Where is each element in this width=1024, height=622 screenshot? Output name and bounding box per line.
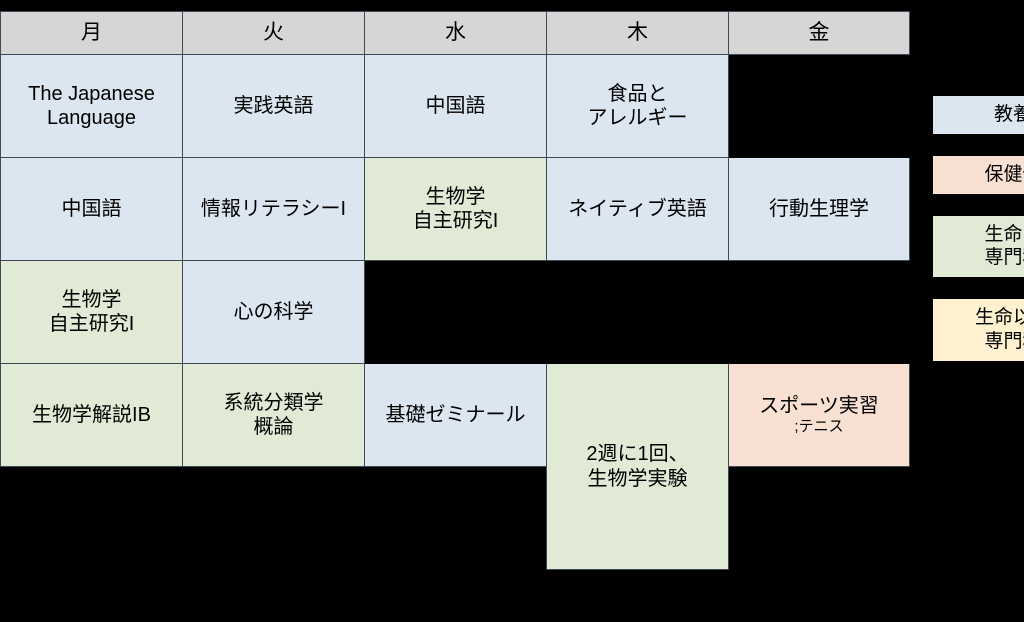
timetable-row (0, 466, 910, 570)
class-cell-wed-3 (364, 260, 547, 364)
legend-item-life-science-major-label-line1: 生命の (984, 223, 1024, 245)
class-cell-tue-2[interactable]: 情報リテラシーI (182, 157, 365, 261)
timetable-row: 中国語 情報リテラシーI 生物学自主研究I ネイティブ英語 行動生理学 (0, 157, 910, 261)
column-header-tue: 火 (182, 11, 365, 55)
legend-item-non-life-science-major-label-line2: 専門科 (984, 330, 1024, 352)
legend-item-physical-education-label: 保健体 (984, 163, 1024, 185)
column-header-thu: 木 (546, 11, 729, 55)
class-cell-tue-4[interactable]: 系統分類学概論 (182, 363, 365, 467)
legend-item-liberal-arts-label: 教養 (993, 104, 1024, 125)
class-cell-mon-4[interactable]: 生物学解説IB (0, 363, 183, 467)
legend-item-life-science-major-label-line2: 専門科 (984, 247, 1024, 269)
column-header-mon: 月 (0, 11, 183, 55)
class-cell-thu-3 (546, 260, 729, 364)
class-cell-wed-1[interactable]: 中国語 (364, 54, 547, 158)
legend-item-physical-education: 保健体 (933, 155, 1024, 194)
weekly-timetable: 月 火 水 木 金 The Japanese Language 実践英語 中国語… (0, 11, 910, 570)
class-cell-wed-4[interactable]: 基礎ゼミナール (364, 363, 547, 467)
class-cell-thu-4[interactable]: 2週に1回、生物学実験 (546, 363, 729, 570)
class-cell-wed-2[interactable]: 生物学自主研究I (364, 157, 547, 261)
timetable-row: 生物学自主研究I 心の科学 (0, 260, 910, 364)
class-cell-tue-1[interactable]: 実践英語 (182, 54, 365, 158)
class-cell-mon-3[interactable]: 生物学自主研究I (0, 260, 183, 364)
class-cell-tue-5 (182, 466, 365, 570)
class-cell-fri-4-subtitle: ;テニス (794, 418, 844, 436)
class-cell-mon-2[interactable]: 中国語 (0, 157, 183, 261)
class-cell-fri-1 (728, 54, 910, 158)
class-cell-fri-4[interactable]: スポーツ実習 ;テニス (728, 363, 910, 467)
column-header-wed: 水 (364, 11, 547, 55)
class-cell-thu-1[interactable]: 食品とアレルギー (546, 54, 729, 158)
class-cell-fri-5 (728, 466, 910, 570)
class-cell-mon-5 (0, 466, 183, 570)
legend-item-liberal-arts: 教養 (933, 96, 1024, 134)
class-cell-tue-3[interactable]: 心の科学 (182, 260, 365, 364)
class-cell-wed-5 (364, 466, 547, 570)
timetable-row: The Japanese Language 実践英語 中国語 食品とアレルギー (0, 54, 910, 158)
class-cell-mon-1[interactable]: The Japanese Language (0, 54, 183, 158)
legend-item-non-life-science-major-label-line1: 生命以外 (974, 307, 1024, 328)
column-header-fri: 金 (728, 11, 910, 55)
class-cell-fri-2[interactable]: 行動生理学 (728, 157, 910, 261)
class-cell-fri-3 (728, 260, 910, 364)
class-cell-fri-4-title: スポーツ実習 (759, 394, 879, 417)
legend-item-non-life-science-major: 生命以外 専門科 (933, 299, 1024, 361)
timetable-row: 生物学解説IB 系統分類学概論 基礎ゼミナール 2週に1回、生物学実験 スポーツ… (0, 363, 910, 570)
class-cell-thu-2[interactable]: ネイティブ英語 (546, 157, 729, 261)
category-legend: 教養 保健体 生命の 専門科 生命以外 専門科 (933, 96, 1024, 383)
legend-item-life-science-major: 生命の 専門科 (933, 215, 1024, 277)
timetable-header-row: 月 火 水 木 金 (0, 11, 910, 55)
